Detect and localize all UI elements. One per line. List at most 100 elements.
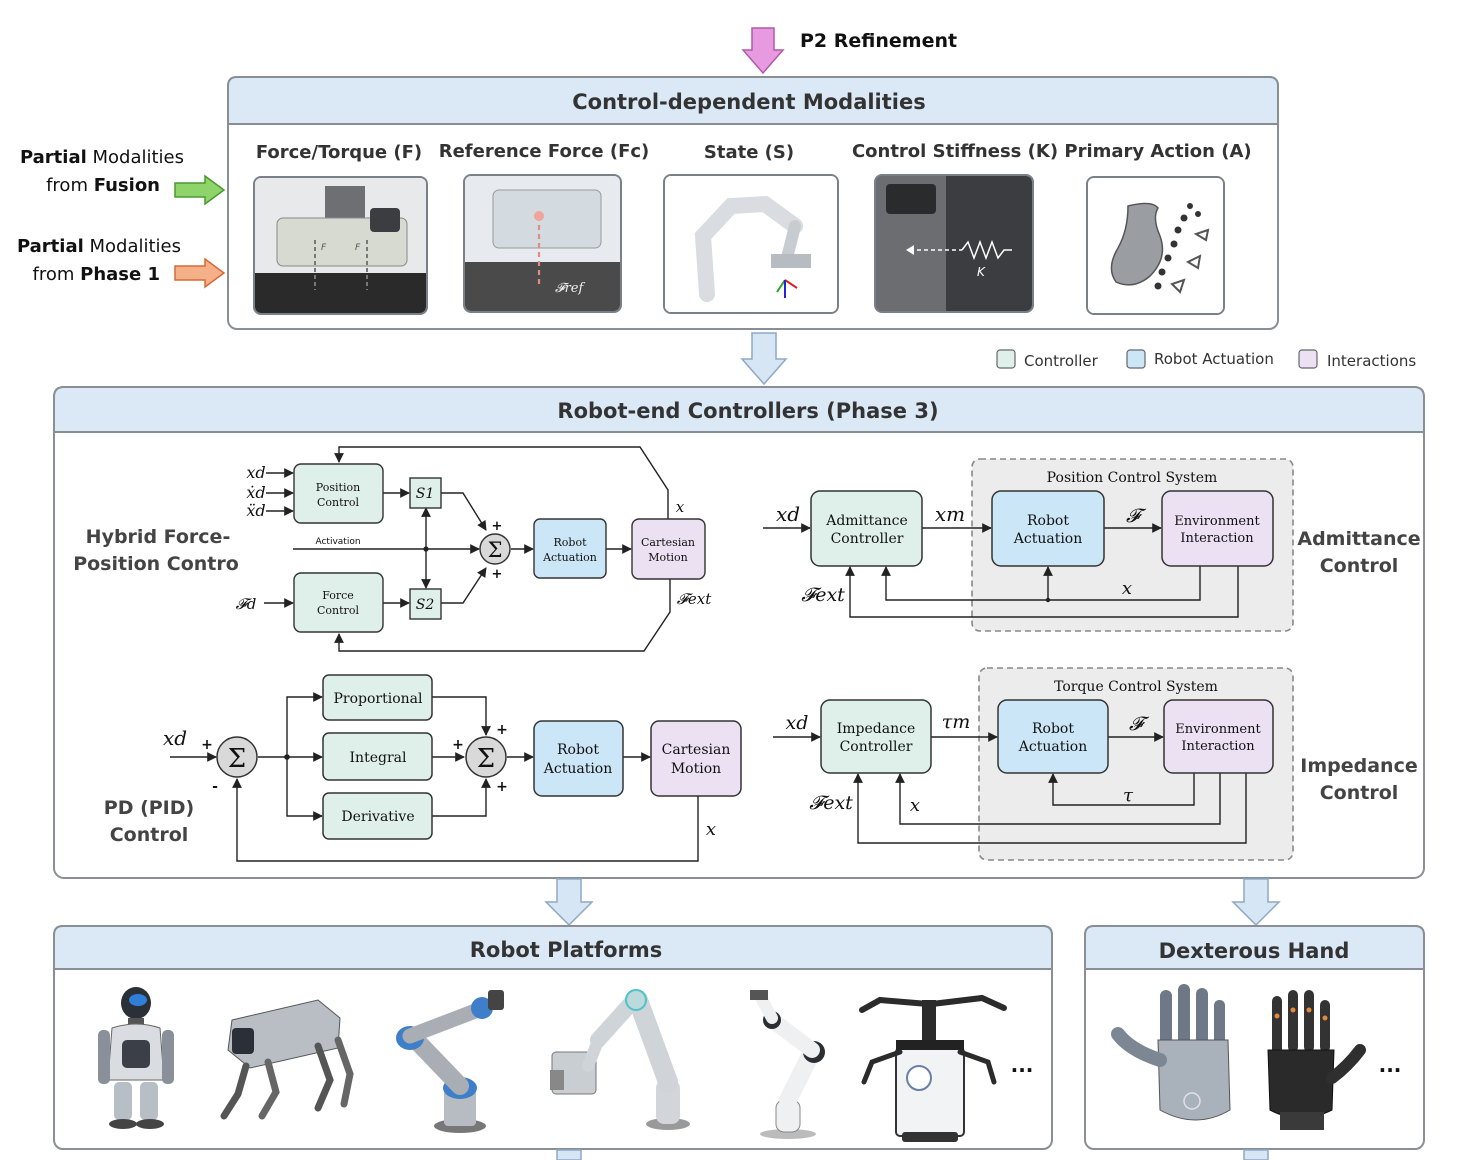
- legend-label-interactions: Interactions: [1327, 352, 1416, 370]
- hybrid-cartesian-motion-box: [631, 518, 706, 580]
- down-arrow-to-hand: [1231, 878, 1281, 927]
- reference-force-image: 𝓕ref: [463, 174, 622, 313]
- admittance-x-label: x: [1122, 578, 1132, 599]
- fusion-input-arrow: [174, 174, 226, 206]
- modality-label-state: State (S): [704, 142, 794, 163]
- admittance-environment-line1: Environment: [1174, 514, 1260, 529]
- admittance-environment-line2: Interaction: [1180, 531, 1254, 546]
- hybrid-input-xd-ddot: ẍd: [246, 501, 265, 520]
- pid-sum-node-2: [465, 736, 507, 778]
- admittance-xm-label: xm: [935, 502, 965, 526]
- pid-cartesian-motion-box: [650, 720, 742, 797]
- pid-sum1-plus: +: [201, 737, 213, 753]
- admittance-controller-line1: Admittance: [825, 513, 908, 529]
- refinement-label: P2 Refinement: [800, 30, 957, 52]
- phase1-input-line1: Partial Modalities: [17, 236, 181, 257]
- impedance-robot-line2: Actuation: [1018, 739, 1088, 755]
- hybrid-robot-actuation-box: [533, 518, 607, 579]
- impedance-controller-line1: Impedance: [837, 721, 916, 737]
- fusion-input-line1: Partial Modalities: [20, 147, 184, 168]
- impedance-diagram: [773, 732, 1247, 844]
- hybrid-diagram: [264, 446, 671, 652]
- hybrid-s2-label: S2: [416, 597, 435, 613]
- legend: Controller Robot Actuation Interactions: [996, 349, 1416, 370]
- hybrid-cartesian-line2: Motion: [648, 551, 688, 564]
- admittance-name-line2: Control: [1320, 555, 1399, 577]
- admittance-xd-label: xd: [776, 502, 800, 526]
- modality-label-reference-force: Reference Force (Fc): [439, 141, 650, 162]
- hybrid-activation-label: Activation: [315, 537, 360, 547]
- hybrid-fext-label: 𝓕ext: [677, 590, 712, 608]
- humanoid-robot-image: [98, 987, 174, 1129]
- hand-title: Dexterous Hand: [1159, 939, 1350, 963]
- impedance-fext-label: 𝓕ext: [809, 792, 853, 814]
- hybrid-sum-plus-bottom: +: [492, 567, 503, 582]
- admittance-system-label: Position Control System: [1047, 470, 1218, 486]
- pid-cartesian-line1: Cartesian: [662, 742, 731, 758]
- admittance-name-line1: Admittance: [1297, 528, 1420, 550]
- legend-swatch-actuation: [1126, 349, 1146, 369]
- hybrid-force-control-line1: Force: [322, 589, 354, 602]
- refinement-arrow: [741, 27, 785, 75]
- admittance-diagram: [763, 523, 1239, 618]
- force-torque-image: F F: [253, 176, 428, 315]
- impedance-xd-label: xd: [786, 712, 809, 734]
- pid-sum2-plus-top: +: [496, 722, 508, 738]
- state-image: [663, 174, 839, 314]
- impedance-environment-line1: Environment: [1175, 722, 1261, 737]
- pid-xd-label: xd: [163, 726, 187, 750]
- pid-derivative-box: [322, 792, 433, 840]
- ur-arm-image: [396, 990, 504, 1133]
- down-arrow-to-controllers: [740, 332, 788, 386]
- stiffness-image: K: [874, 174, 1034, 313]
- admittance-controller-box: [810, 490, 923, 567]
- admittance-environment-box: [1161, 490, 1274, 567]
- hybrid-input-fd: 𝓕d: [236, 595, 257, 613]
- primary-action-image: [1086, 176, 1225, 315]
- modality-label-force-torque: Force/Torque (F): [256, 142, 422, 163]
- force-torque-image-f-right: F: [355, 243, 361, 253]
- down-arrow-stub-platforms: [556, 1149, 582, 1160]
- legend-swatch-controller: [996, 349, 1016, 369]
- hybrid-position-control-box: [293, 463, 384, 524]
- platforms-more: ...: [1011, 1053, 1034, 1077]
- hybrid-x-label: x: [676, 498, 685, 516]
- collaborative-arm-image: [550, 989, 690, 1130]
- fusion-input-line2: from Fusion: [46, 175, 160, 196]
- modalities-title: Control-dependent Modalities: [572, 90, 926, 114]
- impedance-x-label: x: [910, 795, 920, 816]
- impedance-environment-box: [1163, 699, 1274, 774]
- black-dexterous-hand-image: [1267, 990, 1366, 1130]
- gray-dexterous-hand-image: [1111, 984, 1231, 1121]
- phase1-input-arrow: [174, 257, 226, 289]
- impedance-environment-line2: Interaction: [1181, 739, 1255, 754]
- pid-integral-label: Integral: [350, 750, 407, 766]
- pid-integral-box: [322, 732, 433, 781]
- legend-label-actuation: Robot Actuation: [1154, 350, 1274, 368]
- impedance-system-label: Torque Control System: [1054, 679, 1218, 695]
- admittance-robot-line1: Robot: [1027, 513, 1069, 529]
- pid-diagram: [170, 692, 699, 862]
- pid-proportional-label: Proportional: [334, 691, 424, 707]
- legend-swatch-interactions: [1298, 349, 1318, 369]
- hybrid-activation-junction: [423, 546, 429, 552]
- hybrid-robot-actuation-line1: Robot: [554, 536, 588, 549]
- hybrid-s1-label: S1: [416, 486, 435, 502]
- pid-sum1-symbol: Σ: [228, 744, 246, 774]
- pid-sum2-plus-bottom: +: [496, 779, 508, 795]
- admittance-junction: [1045, 597, 1051, 603]
- hybrid-robot-actuation-line2: Actuation: [542, 551, 597, 564]
- pid-name-line2: Control: [110, 824, 189, 846]
- pid-sum2-symbol: Σ: [477, 744, 495, 774]
- modality-label-primary-action: Primary Action (A): [1064, 141, 1251, 162]
- pid-robot-actuation-box: [533, 720, 624, 797]
- impedance-robot-actuation-box: [997, 699, 1109, 774]
- impedance-tau-m-label: τm: [942, 711, 971, 733]
- pid-x-label: x: [706, 819, 716, 840]
- reference-force-image-label: 𝓕ref: [555, 281, 586, 296]
- admittance-robot-actuation-box: [991, 490, 1105, 567]
- pid-name-line1: PD (PID): [104, 797, 194, 819]
- hand-more: ...: [1379, 1053, 1402, 1077]
- modality-label-stiffness: Control Stiffness (K): [852, 141, 1058, 162]
- hybrid-position-control-line1: Position: [316, 481, 360, 494]
